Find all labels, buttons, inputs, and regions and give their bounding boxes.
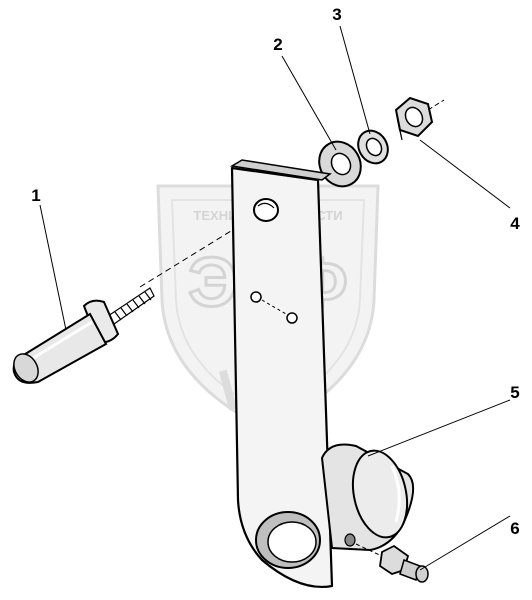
callout-labels: 1 2 3 4 5 6	[31, 5, 520, 538]
lock-washer	[357, 129, 389, 165]
lever-arm	[229, 159, 415, 588]
callout-1: 1	[31, 186, 40, 205]
callout-5: 5	[510, 383, 519, 402]
callout-2: 2	[273, 35, 282, 54]
grease-fitting	[355, 543, 429, 583]
callout-3: 3	[332, 5, 341, 24]
hex-nut	[394, 96, 445, 141]
leader-lines	[39, 25, 511, 571]
callout-6: 6	[510, 519, 519, 538]
callout-4: 4	[510, 214, 520, 233]
